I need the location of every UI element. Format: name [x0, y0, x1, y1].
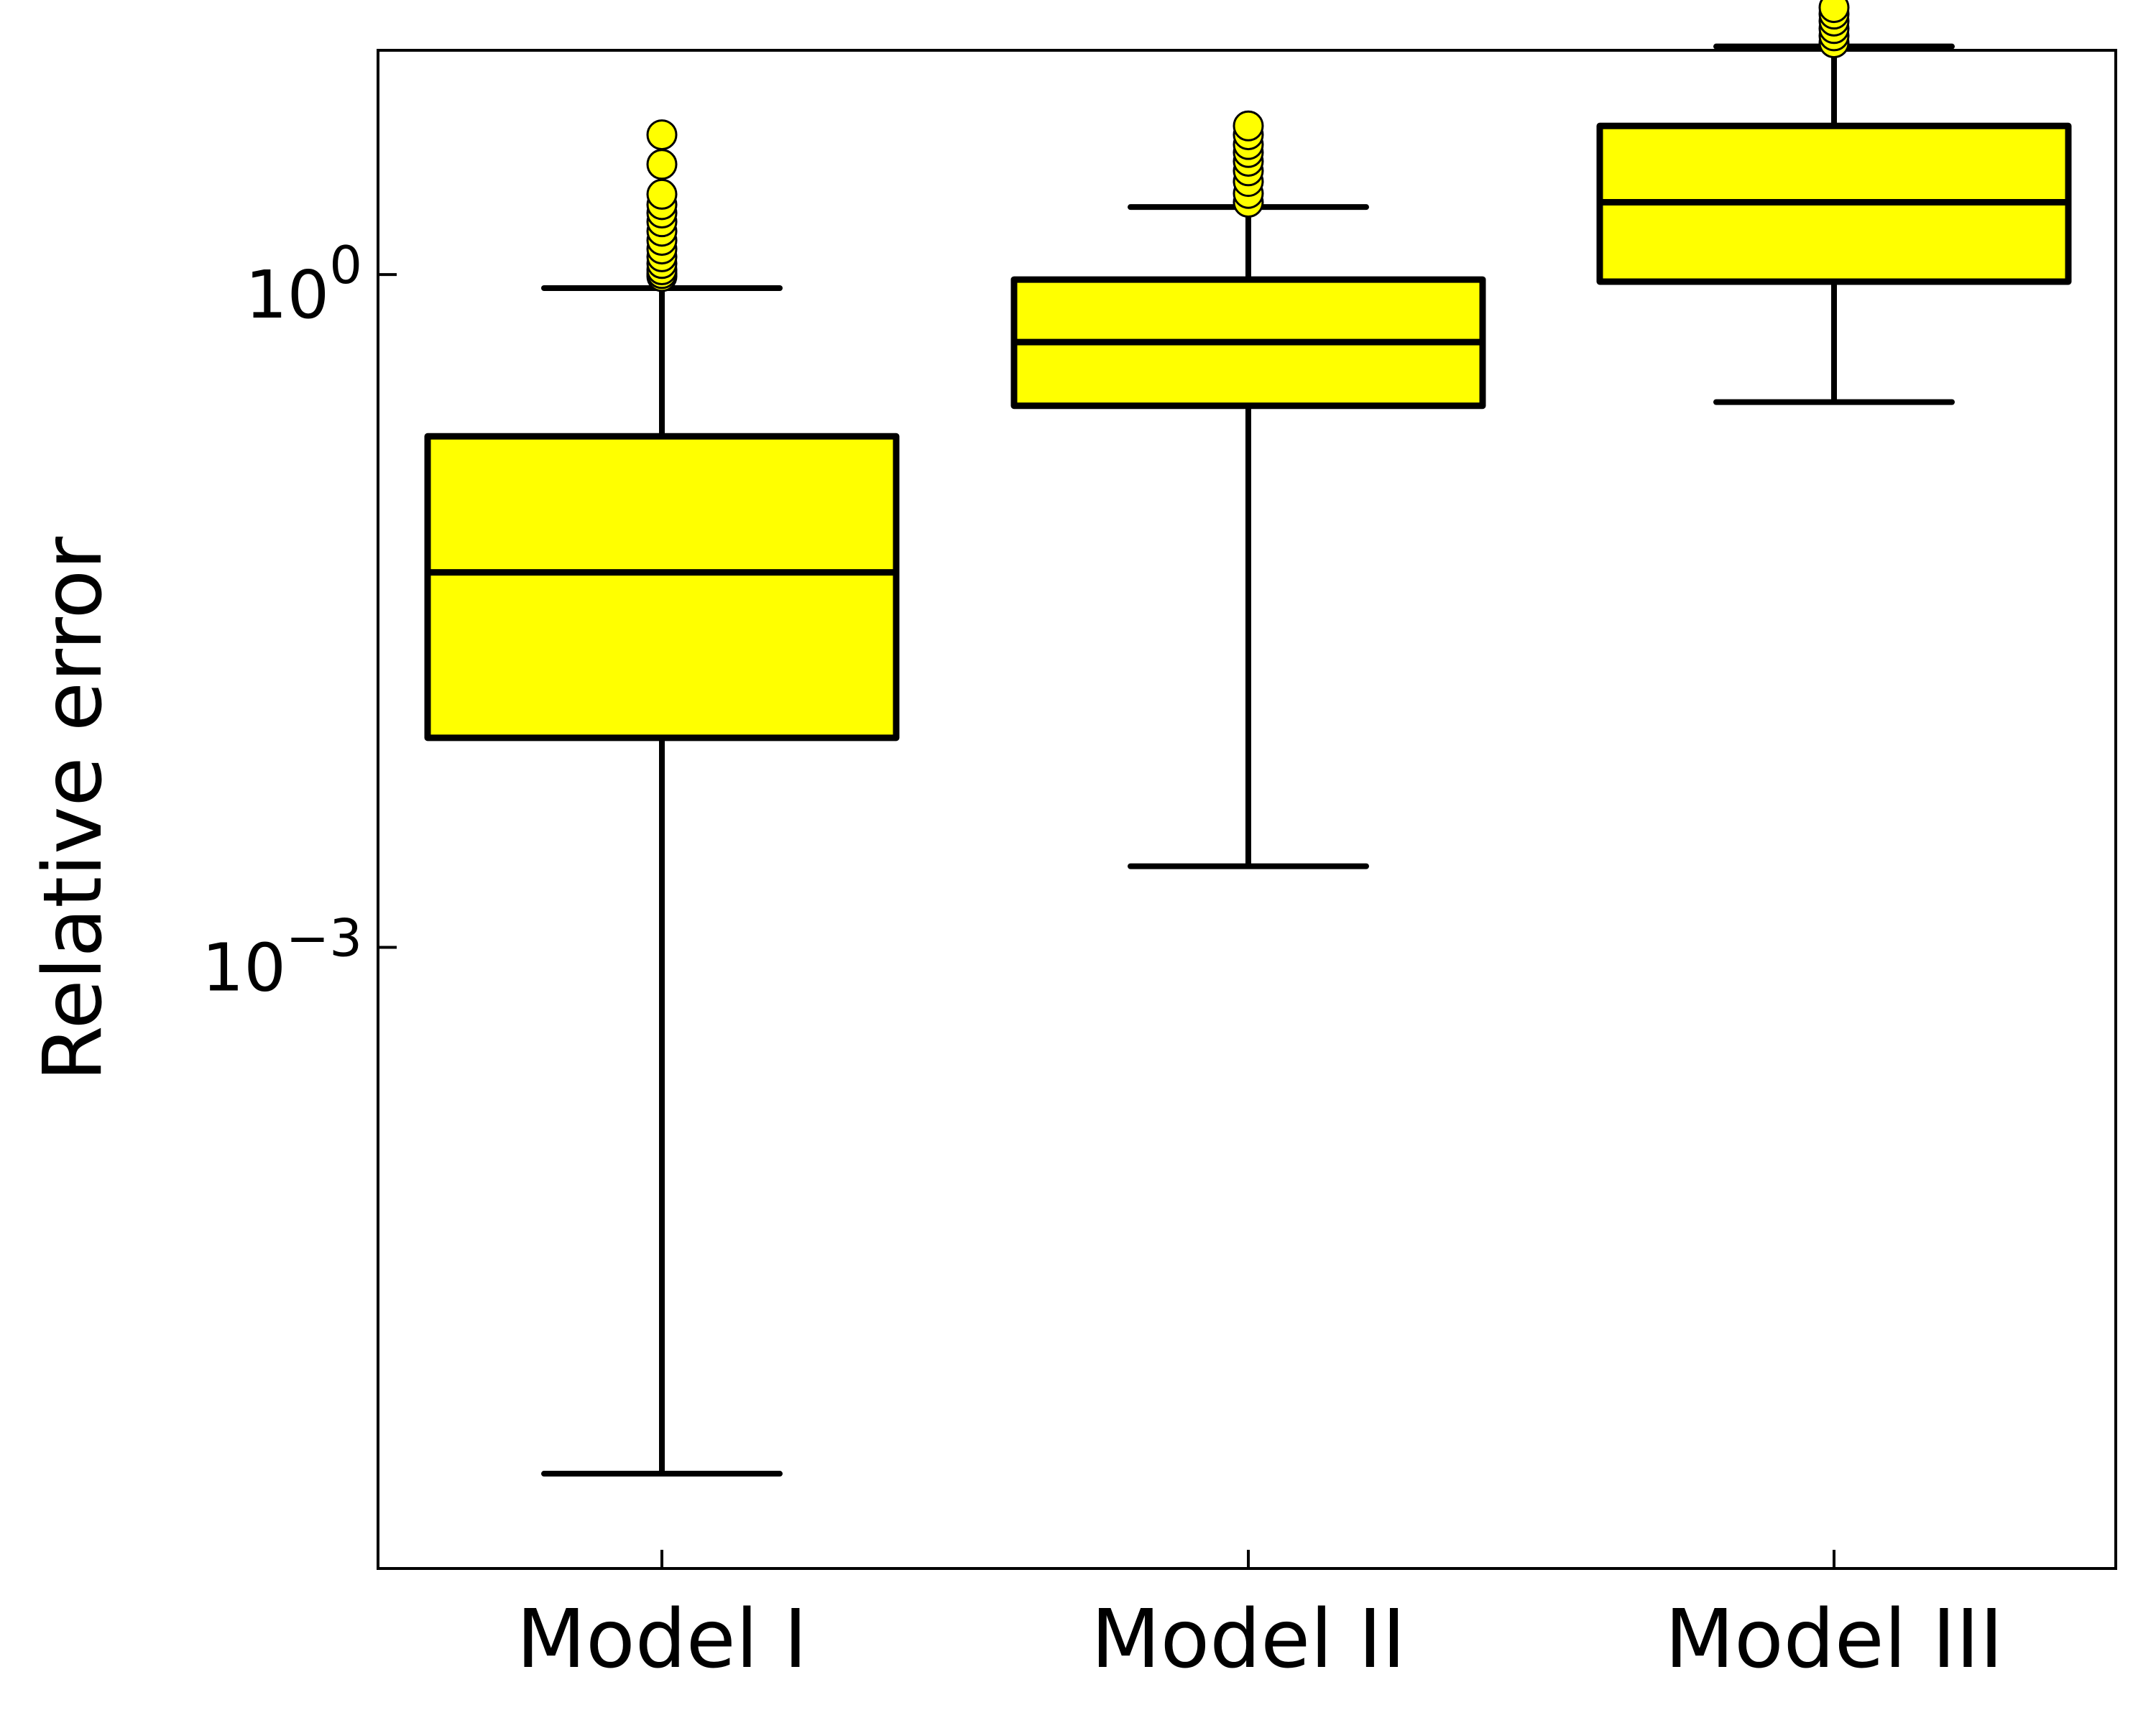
y-tick-label: 100: [245, 235, 362, 333]
iqr-box: [424, 433, 900, 741]
x-axis-ticks: Model I Model II Model III: [517, 1550, 2004, 1686]
x-tick-label: Model I: [517, 1593, 808, 1686]
box-1: [424, 119, 900, 1477]
y-axis-ticks: 100 10−3: [202, 235, 397, 1007]
box-3: [1596, 0, 2072, 405]
y-axis-label: Relative error: [27, 536, 120, 1081]
outlier-point: [646, 149, 678, 180]
x-tick-label: Model III: [1665, 1593, 2004, 1686]
outlier-point: [1233, 110, 1264, 142]
boxes-group: [424, 0, 2072, 1477]
outlier-point: [646, 119, 678, 151]
y-tick-label: 10−3: [202, 908, 362, 1007]
box-2: [1010, 110, 1486, 869]
x-tick-label: Model II: [1091, 1593, 1406, 1686]
outlier-point: [1818, 0, 1850, 24]
outlier-point: [646, 178, 678, 210]
